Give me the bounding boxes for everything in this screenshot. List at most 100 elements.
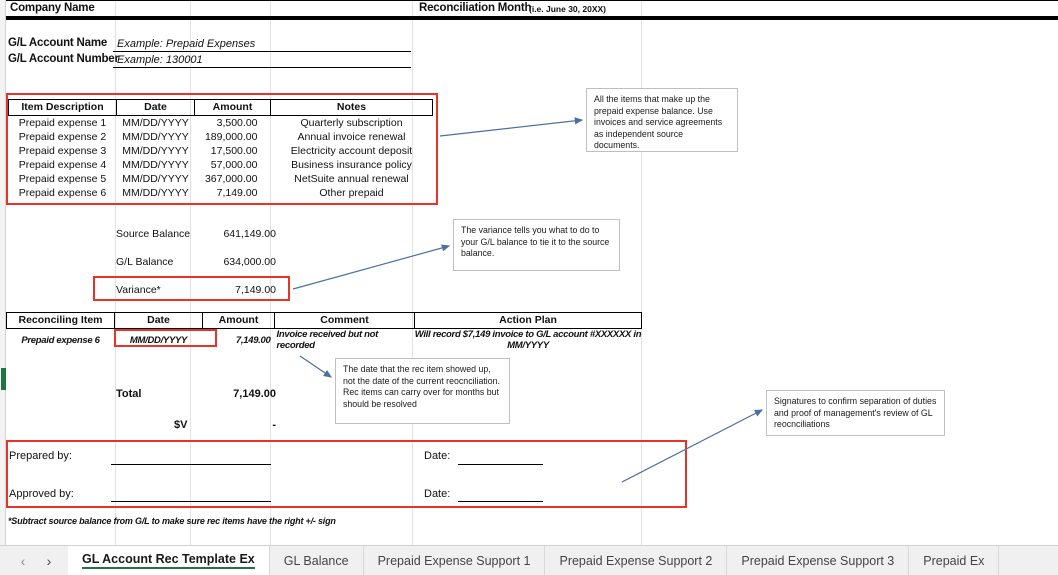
item-notes: NetSuite annual renewal	[294, 172, 409, 185]
approved-by-line[interactable]	[111, 501, 271, 502]
header-divider	[6, 16, 1058, 20]
arrow-to-variance-callout	[292, 244, 451, 290]
prev-sheet-icon[interactable]: ‹	[20, 552, 26, 569]
approved-by-label: Approved by:	[9, 488, 74, 500]
item-amount: 367,000.00	[204, 172, 258, 185]
variance-label: Variance*	[116, 284, 161, 296]
item-notes: Other prepaid	[319, 186, 384, 199]
total-value: 7,149.00	[233, 388, 276, 400]
item-notes: Business insurance policy	[291, 158, 412, 171]
sheet-tab-prepaid-expense-support-3[interactable]: Prepaid Expense Support 3	[727, 546, 910, 575]
item-date: MM/DD/YYYY	[122, 172, 189, 185]
prepared-date-label: Date:	[424, 450, 451, 462]
sheet-tab-label: Prepaid Ex	[923, 553, 985, 568]
item-date: MM/DD/YYYY	[122, 158, 189, 171]
gridline	[270, 0, 271, 545]
variance-check-value: -	[272, 419, 276, 431]
item-description: Prepaid expense 2	[18, 130, 107, 143]
table-row[interactable]: Prepaid expense 6 MM/DD/YYYY 7,149.00 In…	[7, 329, 642, 351]
sheet-tab-label: Prepaid Expense Support 1	[377, 553, 531, 568]
sheet-nav-buttons: ‹ ›	[0, 546, 68, 575]
cell-selection-indicator	[1, 368, 6, 390]
table-row[interactable]: Prepaid expense 6 MM/DD/YYYY 7,149.00 Ot…	[9, 186, 433, 200]
row-header-margin	[0, 0, 6, 545]
item-notes: Electricity account deposit	[290, 144, 413, 157]
source-balance-value: 641,149.00	[223, 228, 276, 240]
gl-balance-value: 634,000.00	[223, 256, 276, 268]
table-row[interactable]: Prepaid expense 5 MM/DD/YYYY 367,000.00 …	[9, 172, 433, 186]
callout-items: All the items that make up the prepaid e…	[586, 88, 738, 152]
rec-table-header-row: Reconciling Item Date Amount Comment Act…	[6, 312, 642, 329]
item-notes: Quarterly subscription	[300, 116, 403, 129]
rec-col-date: Date	[114, 312, 203, 329]
footnote-text: *Subtract source balance from G/L to mak…	[8, 516, 336, 526]
item-amount: 57,000.00	[210, 158, 258, 171]
item-date: MM/DD/YYYY	[122, 130, 189, 143]
rec-col-action-plan: Action Plan	[414, 312, 642, 329]
item-description: Prepaid expense 3	[18, 144, 107, 157]
item-date: MM/DD/YYYY	[122, 186, 189, 199]
variance-value: 7,149.00	[235, 284, 276, 296]
items-col-date: Date	[116, 99, 195, 116]
arrow-to-rec-date-callout	[299, 355, 332, 378]
source-balance-label: Source Balance	[116, 228, 191, 240]
gl-account-name-label: G/L Account Name	[8, 37, 108, 49]
reconciling-items-table: Reconciling Item Date Amount Comment Act…	[6, 312, 642, 351]
sheet-tab-label: Prepaid Expense Support 3	[741, 553, 895, 568]
item-description: Prepaid expense 1	[18, 116, 107, 129]
table-row[interactable]: Prepaid expense 3 MM/DD/YYYY 17,500.00 E…	[9, 144, 433, 158]
gl-account-name-underline	[113, 51, 411, 52]
item-amount: 189,000.00	[204, 130, 258, 143]
items-col-amount: Amount	[194, 99, 271, 116]
item-date: MM/DD/YYYY	[122, 116, 189, 129]
callout-variance: The variance tells you what to do to you…	[453, 219, 620, 271]
table-row[interactable]: Prepaid expense 2 MM/DD/YYYY 189,000.00 …	[9, 130, 433, 144]
prepaid-items-table: Item Description Date Amount Notes Prepa…	[8, 99, 433, 200]
arrow-to-signature-callout	[621, 409, 764, 483]
table-row[interactable]: Prepaid expense 1 MM/DD/YYYY 3,500.00 Qu…	[9, 116, 433, 130]
header-row: Company Name Reconciliation Month (i.e. …	[6, 0, 1058, 16]
callout-rec-date: The date that the rec item showed up, no…	[335, 358, 510, 424]
table-row[interactable]: Prepaid expense 4 MM/DD/YYYY 57,000.00 B…	[9, 158, 433, 172]
total-label: Total	[116, 388, 142, 400]
sheet-tab-label: GL Balance	[283, 553, 349, 568]
gl-account-number-value[interactable]: Example: 130001	[117, 54, 203, 66]
callout-signatures: Signatures to confirm separation of duti…	[766, 390, 945, 436]
items-col-notes: Notes	[270, 99, 433, 116]
rec-item-date: MM/DD/YYYY	[129, 334, 188, 346]
items-col-description: Item Description	[8, 99, 117, 116]
item-amount: 7,149.00	[216, 186, 258, 199]
sheet-tab-prepaid-expense-support-4[interactable]: Prepaid Ex	[909, 546, 1000, 575]
item-description: Prepaid expense 5	[18, 172, 107, 185]
sheet-tab-gl-account-rec-template[interactable]: GL Account Rec Template Ex	[68, 546, 270, 575]
gl-account-number-label: G/L Account Number	[8, 53, 119, 65]
approved-date-line[interactable]	[458, 501, 543, 502]
rec-item-comment: Invoice received but not recorded	[276, 329, 379, 351]
company-name-label: Company Name	[10, 2, 95, 14]
sheet-tab-label: Prepaid Expense Support 2	[559, 553, 713, 568]
item-amount: 17,500.00	[210, 144, 258, 157]
prepared-by-line[interactable]	[111, 464, 271, 465]
gridline	[641, 0, 642, 545]
gl-account-name-value[interactable]: Example: Prepaid Expenses	[117, 38, 256, 50]
prepared-date-line[interactable]	[458, 464, 543, 465]
next-sheet-icon[interactable]: ›	[46, 552, 52, 569]
reconciliation-month-label: Reconciliation Month	[419, 2, 532, 14]
spreadsheet-canvas: Company Name Reconciliation Month (i.e. …	[0, 0, 1058, 545]
prepared-by-label: Prepared by:	[9, 450, 72, 462]
sheet-tab-prepaid-expense-support-2[interactable]: Prepaid Expense Support 2	[545, 546, 728, 575]
rec-item-amount: 7,149.00	[235, 334, 271, 346]
callout-arrows	[292, 117, 764, 483]
item-description: Prepaid expense 6	[18, 186, 107, 199]
sheet-tab-gl-balance[interactable]: GL Balance	[270, 546, 364, 575]
rec-item-action-plan: Will record $7,149 invoice to G/L accoun…	[414, 329, 642, 351]
gridline	[115, 0, 116, 545]
gl-account-number-underline	[113, 67, 411, 68]
approved-date-label: Date:	[424, 488, 451, 500]
reconciliation-month-hint: (i.e. June 30, 20XX)	[529, 4, 607, 14]
item-date: MM/DD/YYYY	[122, 144, 189, 157]
item-amount: 3,500.00	[216, 116, 258, 129]
sheet-tab-prepaid-expense-support-1[interactable]: Prepaid Expense Support 1	[364, 546, 546, 575]
sheet-tabs: GL Account Rec Template Ex GL Balance Pr…	[68, 546, 1000, 575]
item-notes: Annual invoice renewal	[297, 130, 406, 143]
